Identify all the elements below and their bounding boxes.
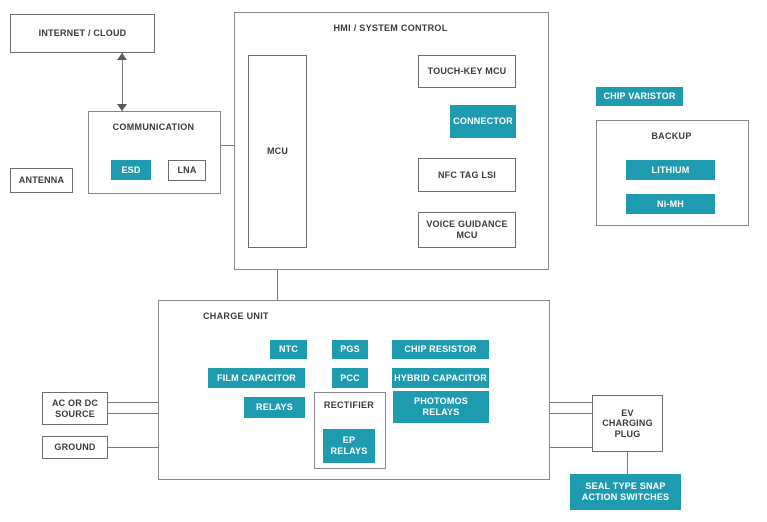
- film-capacitor-chip[interactable]: FILM CAPACITOR: [208, 368, 305, 388]
- line-cloud-communication: [122, 52, 123, 111]
- seal-type-snap-action-switches-label: SEAL TYPE SNAP ACTION SWITCHES: [581, 481, 670, 502]
- chip-varistor-label: CHIP VARISTOR: [603, 91, 676, 102]
- internet-cloud-label: INTERNET / CLOUD: [38, 28, 127, 39]
- ev-charging-plug-box[interactable]: EV CHARGING PLUG: [592, 395, 663, 452]
- lithium-chip[interactable]: LITHIUM: [626, 160, 715, 180]
- ac-or-dc-source-label: AC OR DC SOURCE: [51, 397, 99, 419]
- hybrid-capacitor-chip[interactable]: HYBRID CAPACITOR: [392, 368, 489, 388]
- ac-or-dc-source-box[interactable]: AC OR DC SOURCE: [42, 392, 108, 425]
- line-mcu-charge-unit: [277, 248, 278, 301]
- touch-key-mcu-box[interactable]: TOUCH-KEY MCU: [418, 55, 516, 88]
- internet-cloud-box[interactable]: INTERNET / CLOUD: [10, 14, 155, 53]
- seal-type-snap-action-switches-chip[interactable]: SEAL TYPE SNAP ACTION SWITCHES: [570, 474, 681, 510]
- pgs-label: PGS: [340, 344, 360, 355]
- arrow-up-to-cloud: [117, 53, 127, 60]
- voice-guidance-mcu-box[interactable]: VOICE GUIDANCE MCU: [418, 212, 516, 248]
- voice-guidance-mcu-label: VOICE GUIDANCE MCU: [426, 219, 508, 240]
- relays-label: RELAYS: [256, 402, 293, 413]
- chip-resistor-label: CHIP RESISTOR: [404, 344, 477, 355]
- photomos-relays-label: PHOTOMOS RELAYS: [414, 396, 468, 417]
- ntc-chip[interactable]: NTC: [270, 340, 307, 359]
- pcc-label: PCC: [340, 372, 360, 383]
- line-plug-snap-switches: [627, 452, 628, 475]
- ground-box[interactable]: GROUND: [42, 436, 108, 459]
- nfc-tag-lsi-label: NFC TAG LSI: [437, 169, 497, 180]
- antenna-box[interactable]: ANTENNA: [10, 168, 73, 193]
- lithium-label: LITHIUM: [651, 164, 690, 175]
- rectifier-label: RECTIFIER: [323, 400, 375, 410]
- arrow-down-to-communication: [117, 104, 127, 111]
- ni-mh-chip[interactable]: Ni-MH: [626, 194, 715, 214]
- ep-relays-chip[interactable]: EP RELAYS: [323, 429, 375, 463]
- mcu-box[interactable]: MCU: [248, 55, 307, 248]
- chip-resistor-chip[interactable]: CHIP RESISTOR: [392, 340, 489, 359]
- touch-key-mcu-label: TOUCH-KEY MCU: [427, 66, 507, 77]
- ntc-label: NTC: [278, 344, 299, 355]
- ground-label: GROUND: [54, 442, 96, 453]
- film-capacitor-label: FILM CAPACITOR: [217, 372, 296, 383]
- photomos-relays-chip[interactable]: PHOTOMOS RELAYS: [393, 391, 489, 423]
- ni-mh-label: Ni-MH: [657, 198, 684, 209]
- pgs-chip[interactable]: PGS: [332, 340, 368, 359]
- hybrid-capacitor-label: HYBRID CAPACITOR: [394, 372, 487, 383]
- antenna-label: ANTENNA: [18, 175, 65, 186]
- connector-label: CONNECTOR: [453, 116, 513, 127]
- communication-label: COMMUNICATION: [112, 122, 195, 132]
- lna-label: LNA: [177, 165, 197, 176]
- esd-chip[interactable]: ESD: [111, 160, 151, 180]
- relays-chip[interactable]: RELAYS: [244, 397, 305, 418]
- backup-label: BACKUP: [651, 131, 692, 141]
- ev-charging-plug-label: EV CHARGING PLUG: [602, 407, 653, 439]
- connector-chip[interactable]: CONNECTOR: [450, 105, 516, 138]
- nfc-tag-lsi-box[interactable]: NFC TAG LSI: [418, 158, 516, 192]
- esd-label: ESD: [121, 164, 141, 175]
- mcu-label: MCU: [266, 146, 289, 157]
- pcc-chip[interactable]: PCC: [332, 368, 368, 388]
- ep-relays-label: EP RELAYS: [330, 435, 368, 456]
- chip-varistor-chip[interactable]: CHIP VARISTOR: [596, 87, 683, 106]
- lna-box[interactable]: LNA: [168, 160, 206, 181]
- charge-unit-label: CHARGE UNIT: [203, 311, 269, 321]
- hmi-system-control-label: HMI / SYSTEM CONTROL: [333, 23, 448, 33]
